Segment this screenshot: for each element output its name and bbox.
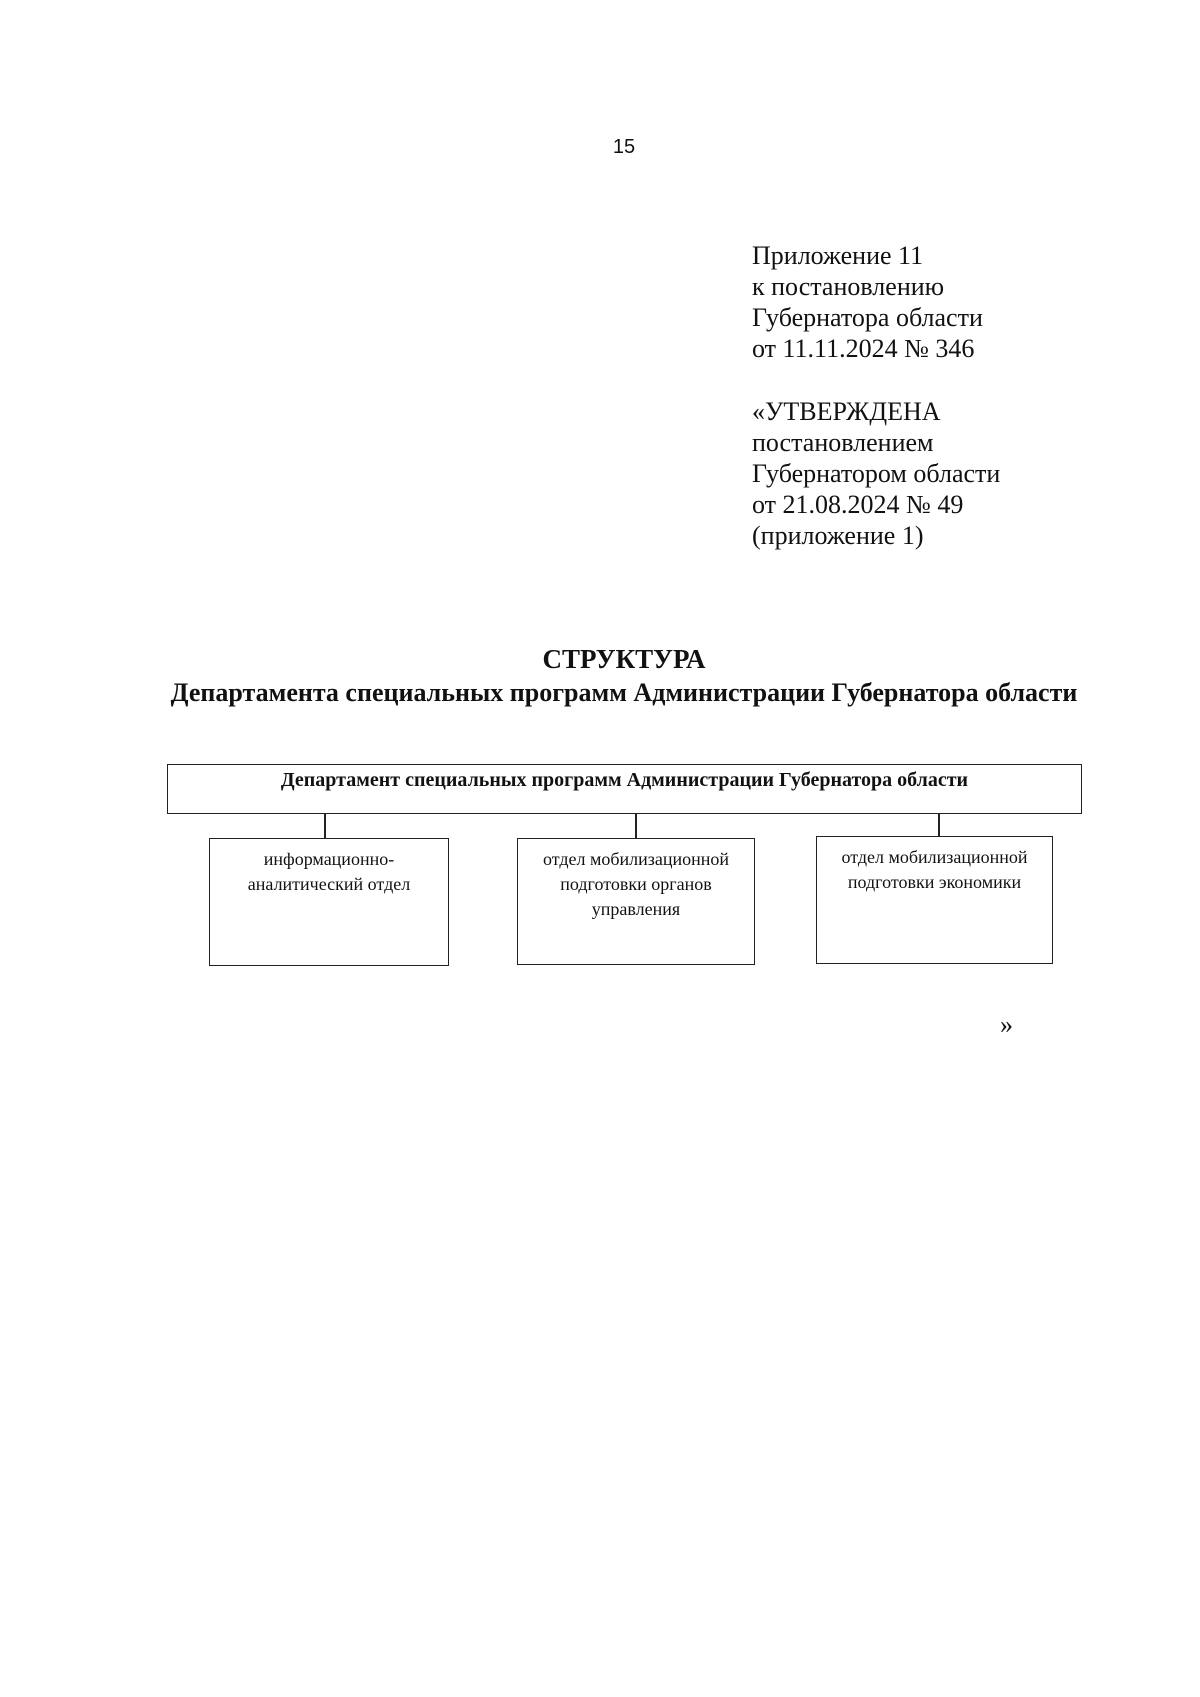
connector-line xyxy=(324,814,326,838)
approval-line: (приложение 1) xyxy=(752,521,924,550)
org-child-box-mobilization-government: отдел мобилизационной подготовки органов… xyxy=(517,838,755,965)
box-line: информационно- xyxy=(263,849,395,869)
connector-line xyxy=(938,814,940,836)
box-line: подготовки экономики xyxy=(847,872,1022,892)
approval-line: постановлением xyxy=(752,428,934,457)
approval-line: «УТВЕРЖДЕНА xyxy=(752,397,941,426)
appendix-line: к постановлению xyxy=(752,272,945,301)
title-subtitle: Департамента специальных программ Админи… xyxy=(170,678,1078,707)
org-root-box: Департамент специальных программ Админис… xyxy=(167,764,1082,814)
approval-line: от 21.08.2024 № 49 xyxy=(752,490,964,519)
approval-line: Губернатором области xyxy=(752,459,1001,488)
org-child-box-mobilization-economy: отдел мобилизационной подготовки экономи… xyxy=(816,836,1053,964)
box-line: подготовки органов xyxy=(560,874,712,894)
connector-line xyxy=(635,814,637,838)
closing-quote: » xyxy=(1000,1010,1013,1039)
approval-stamp-text: «УТВЕРЖДЕНА постановлением Губернатором … xyxy=(752,396,1000,551)
document-title: СТРУКТУРА Департамента специальных прогр… xyxy=(0,642,1200,710)
title-main: СТРУКТУРА xyxy=(542,644,706,674)
appendix-line: Приложение 11 xyxy=(752,241,924,270)
box-line: отдел мобилизационной xyxy=(841,847,1028,867)
appendix-reference: Приложение 11 к постановлению Губернатор… xyxy=(752,240,983,364)
appendix-line: Губернатора области xyxy=(752,303,983,332)
org-child-box-analytics: информационно- аналитический отдел xyxy=(209,838,449,966)
box-line: аналитический отдел xyxy=(247,874,411,894)
box-line: управления xyxy=(591,899,681,919)
appendix-line: от 11.11.2024 № 346 xyxy=(752,334,975,363)
page-number: 15 xyxy=(612,136,636,158)
box-line: отдел мобилизационной xyxy=(542,849,730,869)
